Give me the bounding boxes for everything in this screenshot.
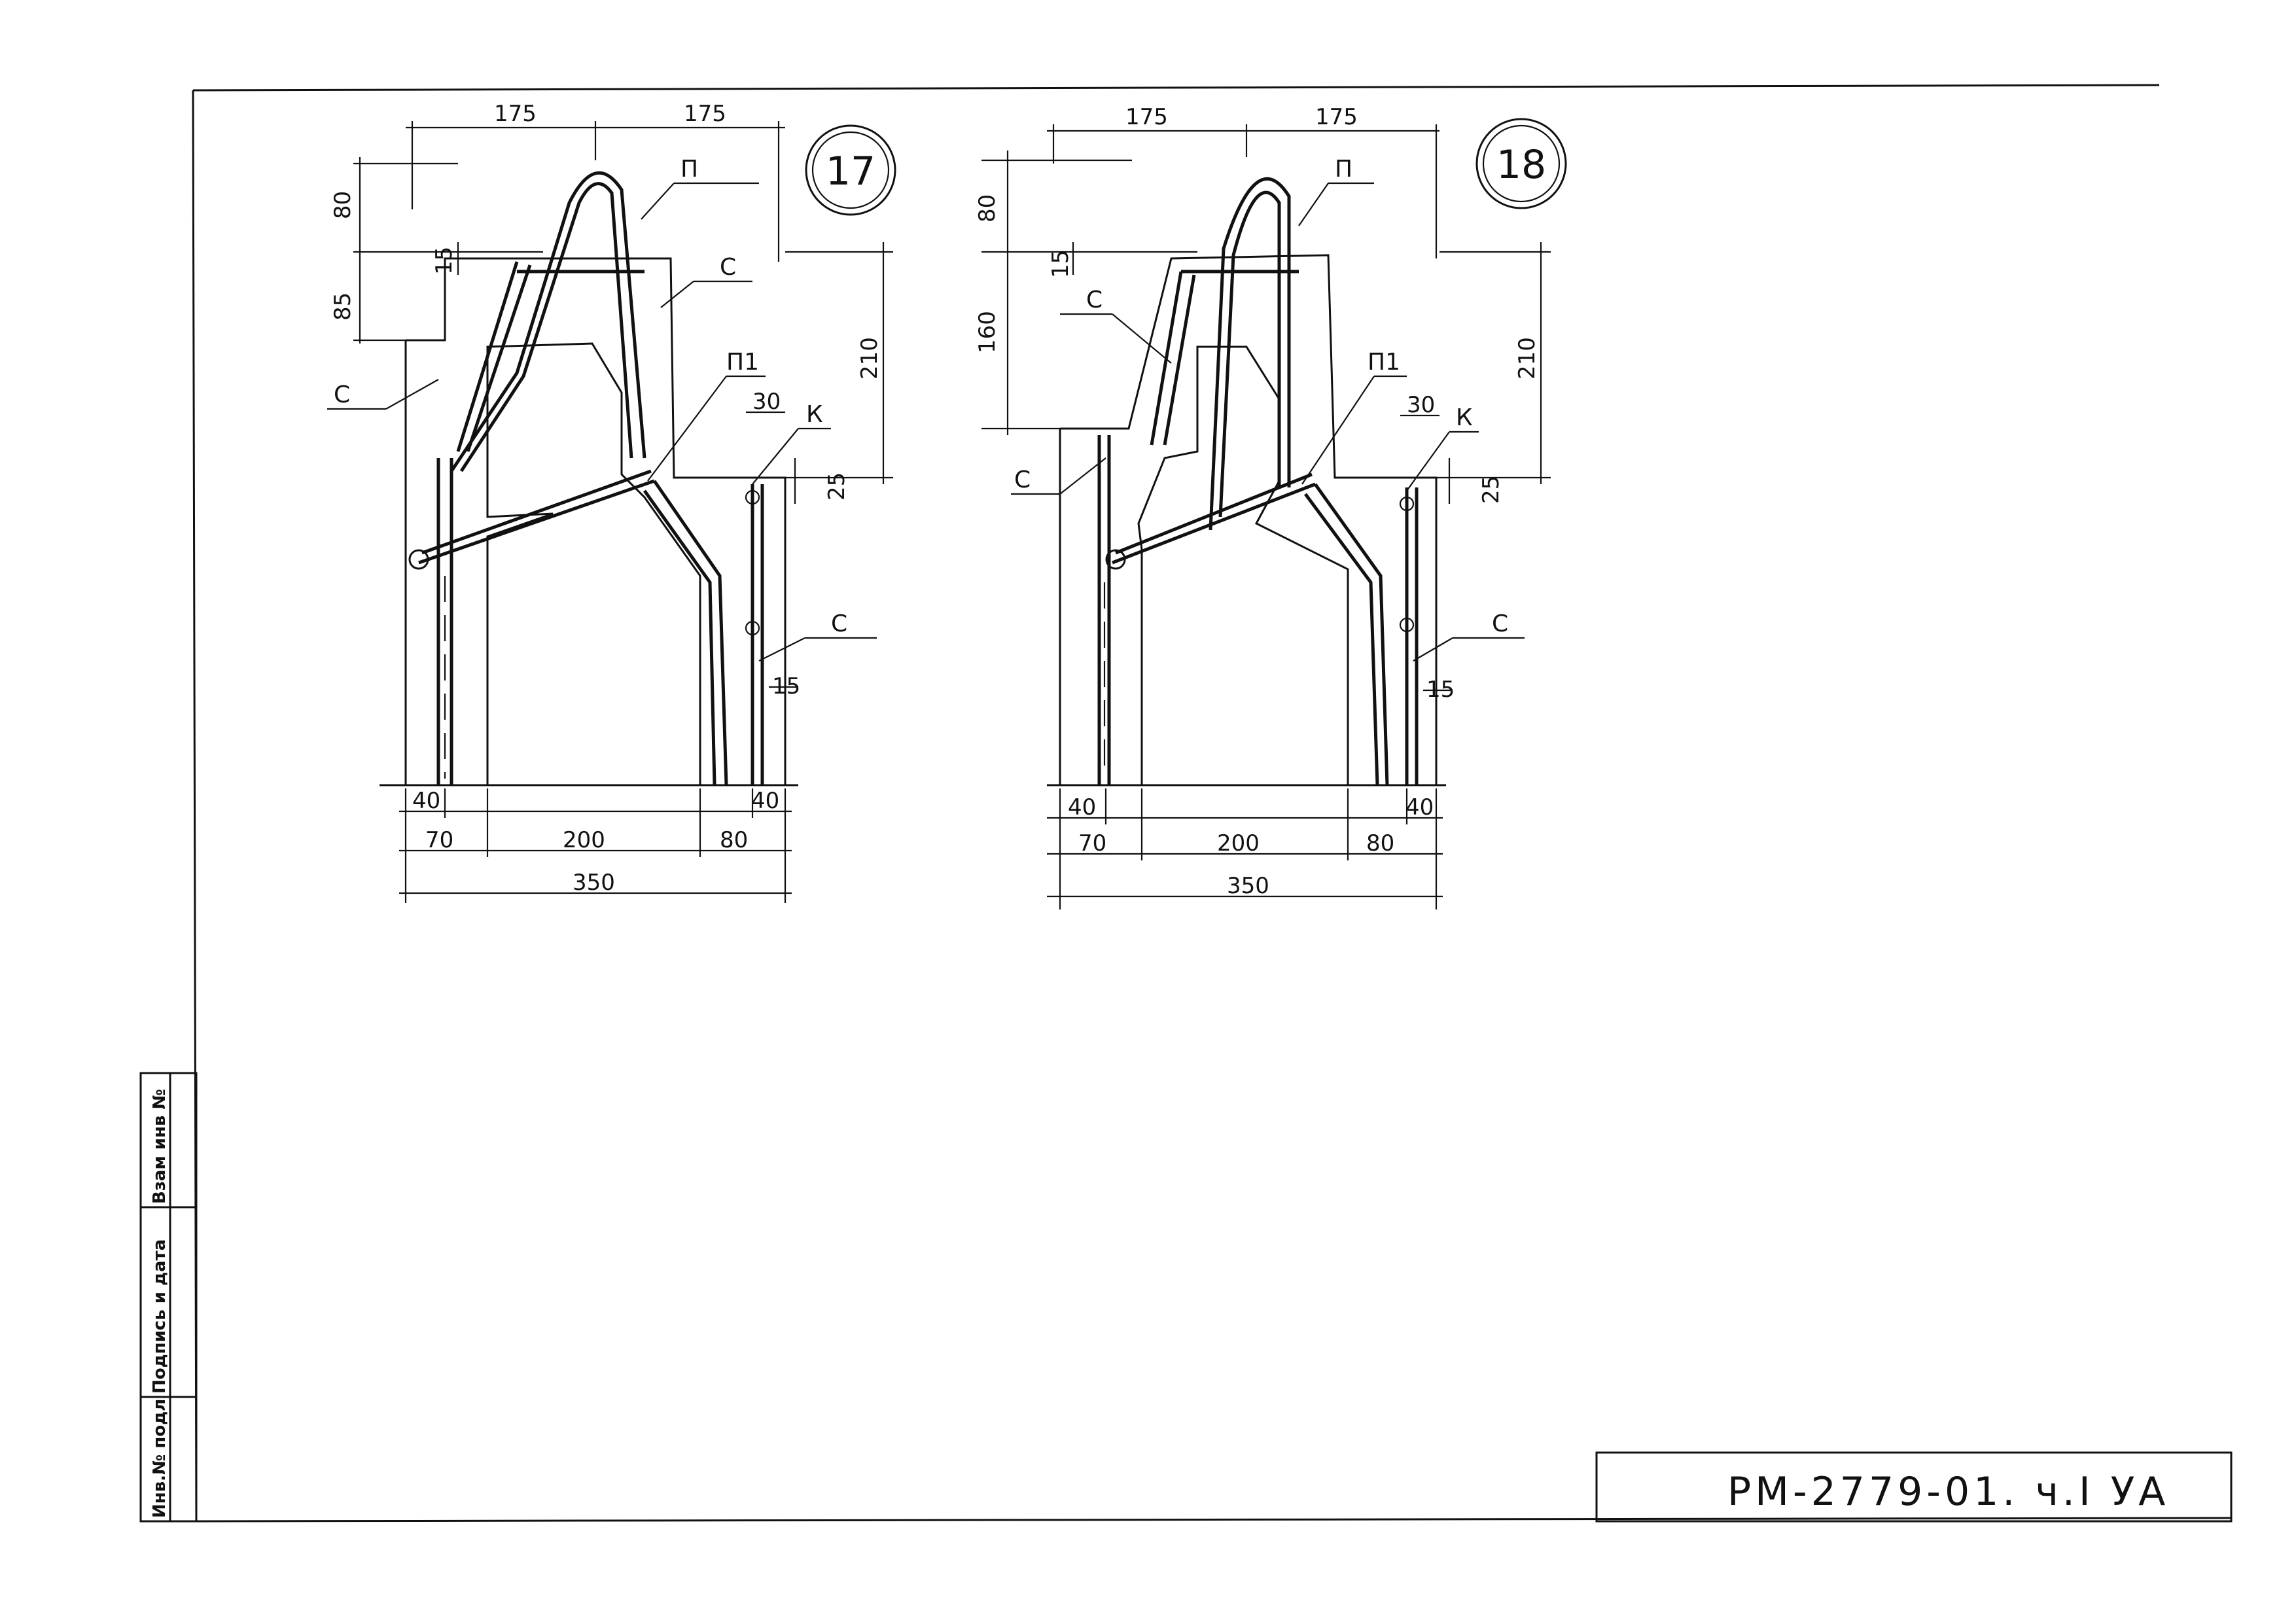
- panel-outline: [1059, 254, 1438, 785]
- dim-top-right: 175: [1315, 104, 1358, 130]
- dim-left-upper: 80: [330, 191, 356, 219]
- dim-right-25: 25: [824, 472, 850, 501]
- label-k: К: [1456, 404, 1473, 431]
- dim-right-30: 30: [752, 389, 781, 415]
- dims-right: 210 30 25 15: [746, 242, 893, 699]
- dims-top: 175 175: [1047, 104, 1439, 258]
- dim-bottom-200: 200: [563, 827, 605, 853]
- dim-right-210: 210: [857, 337, 883, 380]
- dim-left-upper: 80: [974, 194, 1000, 222]
- dim-bottom-40-left: 40: [1068, 794, 1096, 821]
- title-block: РМ-2779-01. ч.I УА: [1595, 1451, 2233, 1523]
- label-k: К: [806, 401, 823, 428]
- panel-outline: [404, 257, 786, 785]
- rebar-loop-p: [1209, 177, 1291, 531]
- stamp-col1: Инв.№ подл: [150, 1399, 169, 1518]
- label-c-right: С: [1492, 610, 1508, 637]
- label-c-top: С: [720, 254, 736, 281]
- dim-bottom-80: 80: [1366, 830, 1394, 856]
- dim-bottom-80: 80: [720, 827, 748, 853]
- dim-bottom-200: 200: [1217, 830, 1260, 856]
- rebar-p1: [418, 469, 655, 565]
- dim-top-right: 175: [684, 101, 726, 127]
- dim-right-25: 25: [1478, 476, 1504, 504]
- dims-left: 80 15 85: [330, 157, 543, 344]
- dims-bottom: 40 40 70 200 80 350: [399, 788, 792, 903]
- label-p: П: [680, 156, 698, 183]
- label-c-top: С: [1086, 287, 1103, 313]
- drawing-code: РМ-2779-01. ч.I УА: [1727, 1469, 2169, 1515]
- label-c-right: С: [831, 610, 847, 637]
- side-stamp: Инв.№ подл Подпись и дата Взам инв №: [139, 1072, 198, 1523]
- dim-left-lower: 85: [330, 292, 356, 321]
- detail-number-badge: 17: [805, 124, 896, 216]
- label-p1: П1: [1368, 349, 1400, 376]
- label-p: П: [1335, 156, 1352, 183]
- label-c-left: С: [1014, 467, 1031, 493]
- stamp-col2: Подпись и дата: [150, 1239, 169, 1394]
- dim-bottom-350: 350: [573, 870, 615, 896]
- dim-right-210: 210: [1514, 337, 1540, 380]
- label-c-left: С: [334, 381, 350, 408]
- rebar-loop-p: [450, 171, 646, 472]
- dim-bottom-40-right: 40: [1405, 794, 1434, 821]
- dim-bottom-70: 70: [1078, 830, 1106, 856]
- detail-18: 18 175 175 80 15: [974, 104, 1567, 909]
- dim-left-lower: 160: [974, 311, 1000, 353]
- callouts: П С П1 С С К: [327, 156, 877, 662]
- dim-right-30: 30: [1407, 392, 1435, 418]
- dims-top: 175 175: [406, 101, 785, 262]
- dims-left: 80 15 160: [974, 150, 1197, 435]
- dim-bottom-350: 350: [1227, 873, 1269, 899]
- stamp-col3: Взам инв №: [150, 1089, 169, 1204]
- detail-number-badge: 18: [1475, 118, 1567, 209]
- dim-top-left: 175: [1125, 104, 1168, 130]
- dim-bottom-40-right: 40: [751, 788, 779, 814]
- dim-right-15: 15: [772, 673, 800, 699]
- callouts: П С П1 С С К: [1011, 156, 1525, 662]
- rebar-p1: [1112, 472, 1316, 565]
- dim-bottom-40-left: 40: [412, 788, 440, 814]
- dim-left-mid: 15: [431, 247, 457, 275]
- dim-top-left: 175: [494, 101, 537, 127]
- dim-left-mid: 15: [1048, 250, 1074, 278]
- label-p1: П1: [726, 349, 759, 376]
- dims-right: 210 30 25 15: [1400, 242, 1551, 703]
- detail-number: 17: [826, 149, 875, 194]
- dims-bottom: 40 40 70 200 80 350: [1047, 788, 1443, 909]
- sheet-frame: [192, 84, 2232, 1523]
- dim-bottom-70: 70: [425, 827, 453, 853]
- detail-number: 18: [1496, 142, 1546, 188]
- dim-right-15: 15: [1426, 677, 1455, 703]
- detail-17: 17 175 175: [327, 101, 896, 903]
- insulation-hatch: [486, 342, 701, 786]
